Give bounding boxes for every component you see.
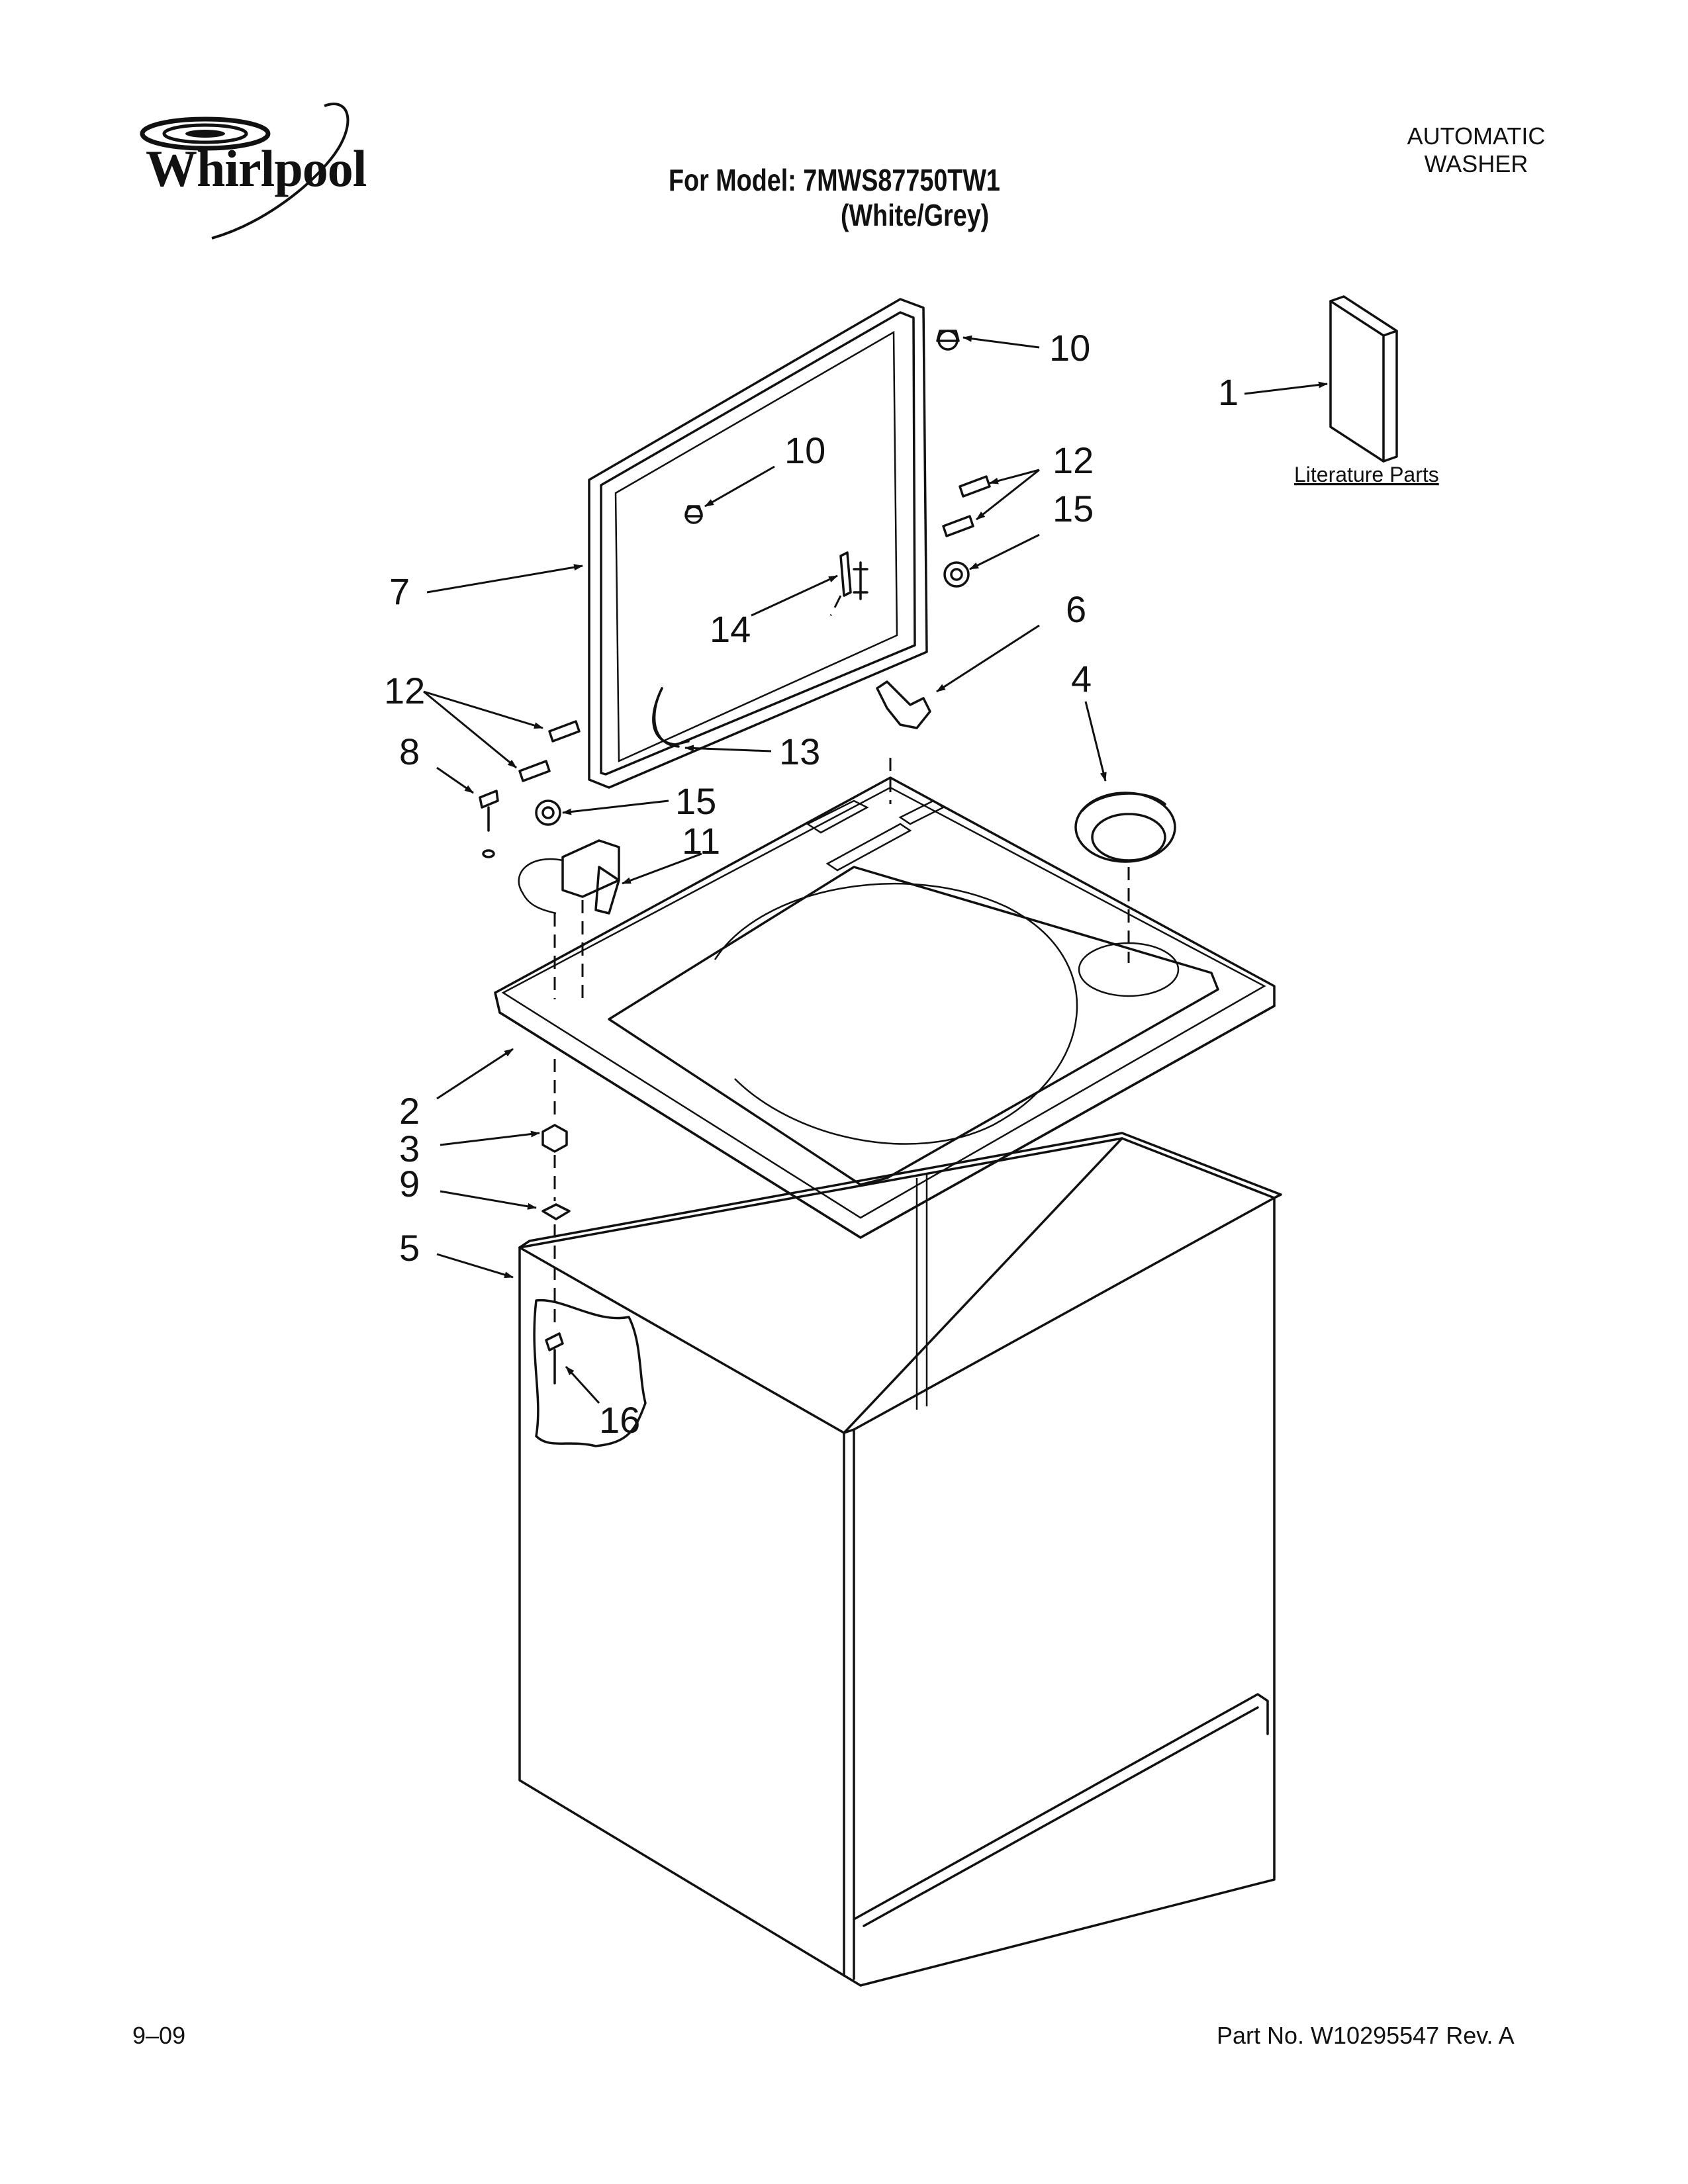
callout-3: 3	[399, 1128, 420, 1169]
leader-arrow-12a-2	[976, 469, 1040, 521]
callout-16: 16	[599, 1399, 640, 1441]
callout-12a: 12	[1053, 439, 1094, 481]
screw-part-8	[479, 790, 499, 858]
hinge-bushing-part-15-upper-hole	[950, 568, 963, 581]
revision-date: 9–09	[132, 2022, 186, 2049]
product-type-line-1: AUTOMATIC	[1407, 122, 1546, 150]
leader-arrow-7	[426, 564, 583, 594]
literature-parts-booklet	[1329, 295, 1398, 463]
leader-arrow-15a	[969, 533, 1040, 570]
leader-arrow-13	[684, 745, 772, 752]
lid-hinge-part-14	[839, 551, 852, 597]
cabinet-cutaway-screw-part-16	[533, 1298, 647, 1447]
screw-part-12-lower	[518, 720, 581, 782]
callout-10b: 10	[1049, 327, 1090, 369]
lid-bumper-part-10b	[936, 330, 960, 351]
model-number-title: For Model: 7MWS87750TW1	[669, 163, 1000, 197]
callout-10a: 10	[784, 430, 825, 471]
leader-arrow-10b	[962, 335, 1040, 349]
cabinet-part-5	[518, 1132, 1282, 1987]
callout-14: 14	[710, 608, 751, 650]
callout-13: 13	[779, 731, 820, 772]
literature-parts-label: Literature Parts	[1294, 463, 1439, 486]
leader-arrow-12b-2	[423, 690, 517, 769]
callout-12b: 12	[384, 670, 425, 711]
washer-top-part-2	[494, 776, 1276, 1239]
callout-11: 11	[682, 820, 720, 862]
lid-bumper-part-10a	[684, 505, 703, 524]
callout-4: 4	[1071, 658, 1092, 700]
hinge-bushing-part-15-upper	[943, 561, 970, 588]
leader-arrow-14	[751, 574, 838, 617]
leader-arrow-11	[622, 852, 702, 885]
product-type-label: AUTOMATIC WASHER	[1350, 122, 1602, 178]
dispenser-cup-part-4	[1074, 792, 1176, 863]
clip-nut-part-9	[541, 1203, 571, 1220]
leader-arrow-8	[436, 766, 474, 794]
lid-assembly	[588, 298, 928, 789]
leader-arrow-3	[440, 1130, 540, 1146]
leader-arrow-16	[565, 1365, 600, 1404]
wire-clip-part-6	[876, 680, 931, 729]
callout-8: 8	[399, 731, 420, 772]
callout-9: 9	[399, 1163, 420, 1205]
leader-arrow-6	[936, 624, 1040, 693]
callout-2: 2	[399, 1090, 420, 1132]
leader-arrow-4	[1084, 701, 1107, 782]
leader-arrow-2	[436, 1048, 514, 1100]
hinge-bushing-part-15-lower-hole	[541, 806, 555, 819]
brand-logo-text: Whirlpool	[146, 140, 367, 197]
nut-part-3	[541, 1124, 568, 1153]
callout-15b: 15	[675, 780, 716, 822]
lid-switch-part-11	[518, 839, 620, 915]
leader-arrow-5	[436, 1253, 514, 1279]
hinge-rod-part-13	[653, 687, 680, 748]
callout-15a: 15	[1053, 488, 1094, 529]
leader-arrow-1	[1244, 381, 1328, 395]
callout-1: 1	[1218, 371, 1239, 413]
leader-arrow-10a	[704, 465, 775, 508]
part-number: Part No. W10295547 Rev. A	[1217, 2022, 1515, 2049]
alignment-line-hinge	[829, 595, 842, 616]
hinge-bushing-part-15-lower	[535, 799, 561, 826]
leader-arrow-9	[440, 1190, 537, 1210]
callout-6: 6	[1066, 588, 1086, 630]
product-type-line-2: WASHER	[1424, 150, 1528, 177]
leader-arrow-12b	[423, 690, 543, 729]
leader-arrow-15b	[562, 799, 669, 815]
whirlpool-logo-swirl	[140, 103, 350, 240]
model-color-subtitle: (White/Grey)	[841, 198, 990, 232]
callout-5: 5	[399, 1227, 420, 1269]
screw-part-12-upper	[942, 475, 991, 537]
callout-7: 7	[389, 570, 410, 612]
leader-arrow-12a	[989, 469, 1040, 484]
